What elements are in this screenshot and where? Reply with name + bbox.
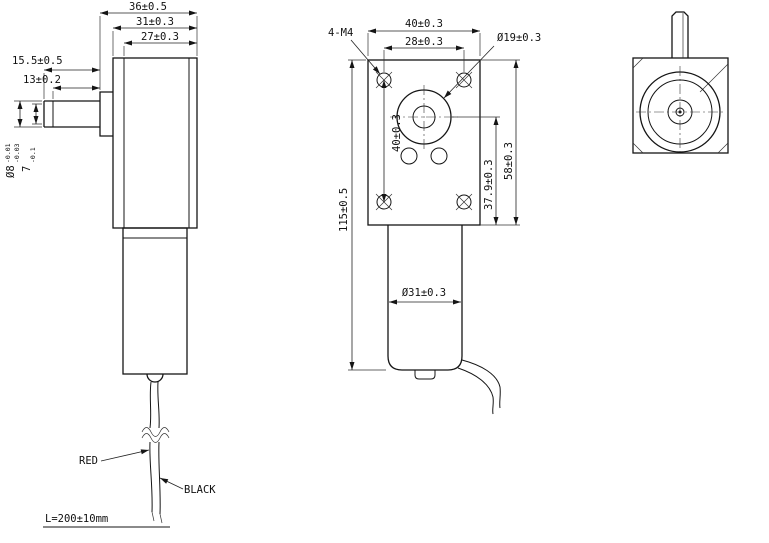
- shaft-diameter-tol-upper: -0.01: [4, 143, 12, 163]
- dim-boss-diameter: Ø19±0.3: [497, 32, 541, 44]
- wire-break-marks: [141, 427, 170, 443]
- dim-width: 40±0.3: [405, 18, 443, 30]
- red-wire-leader: [100, 449, 150, 462]
- side-output-boss: [99, 91, 113, 137]
- side-gearbox-body: [112, 57, 198, 229]
- wire-tips: [151, 511, 163, 524]
- side-gearbox-inner-lines: [123, 58, 190, 228]
- center-to-base-value: 37.9±0.3: [483, 159, 495, 210]
- dim-gearbox-height: 58±0.3: [503, 142, 515, 180]
- front-wires: [457, 359, 501, 415]
- black-wire-leader: [159, 477, 184, 490]
- front-view: 40±0.3 28±0.3 4-M4 Ø19±0.3 Ø31±0.3 115±0…: [328, 18, 541, 415]
- side-motor-body: [122, 227, 188, 375]
- wire-red-label: RED: [79, 455, 98, 467]
- end-view: [632, 11, 729, 154]
- hole-pitch-v-value: 40±0.3: [391, 114, 403, 152]
- wire-black-label: BLACK: [184, 484, 216, 496]
- mounting-holes-label: 4-M4: [328, 27, 353, 39]
- end-view-body: [632, 57, 729, 154]
- dim-total-height: 115±0.5: [338, 188, 350, 232]
- dim-depth-inner: 27±0.3: [141, 31, 179, 43]
- mounting-hole-bottom-right: [456, 194, 472, 210]
- end-view-corner-chamfers: [632, 57, 729, 154]
- dim-hole-pitch-h: 28±0.3: [405, 36, 443, 48]
- dim-motor-diameter: Ø31±0.3: [402, 287, 446, 299]
- end-view-shaft: [671, 11, 689, 58]
- shaft-diameter-tol-lower: -0.03: [13, 143, 21, 163]
- side-view: 36±0.5 31±0.3 27±0.3 15.5±0.5 13±0.2 Ø8 …: [4, 1, 216, 528]
- gear-hole-right: [430, 147, 448, 165]
- boss-centerlines: [390, 85, 458, 152]
- dim-shaft-length: 15.5±0.5: [12, 55, 63, 67]
- mounting-holes-leader: [350, 39, 381, 75]
- side-motor-end-cap: [146, 373, 164, 383]
- end-view-centerlines: [636, 66, 724, 152]
- dim-shaft-flat-length: 13±0.2: [23, 74, 61, 86]
- dim-depth-mid: 31±0.3: [136, 16, 174, 28]
- mounting-hole-top-right: [456, 72, 472, 88]
- dim-shaft-diameter: Ø8 -0.01 -0.03: [4, 143, 21, 178]
- front-gearbox-face: [367, 59, 481, 226]
- wire-length-label: L=200±10mm: [45, 513, 108, 525]
- front-motor-body: [387, 225, 463, 371]
- gear-hole-left: [400, 147, 418, 165]
- total-height-value: 115±0.5: [338, 188, 350, 232]
- dim-depth-total: 36±0.5: [129, 1, 167, 13]
- dim-center-to-base: 37.9±0.3: [483, 159, 495, 210]
- dim-hole-pitch-v: 40±0.3: [391, 114, 403, 152]
- side-wires: [149, 381, 161, 515]
- shaft-diameter-value: Ø8: [5, 165, 17, 178]
- dim-flat-width: 7 -0.1: [21, 147, 37, 172]
- gearbox-height-value: 58±0.3: [503, 142, 515, 180]
- flat-width-tol: -0.1: [29, 147, 37, 163]
- side-output-shaft: [43, 100, 100, 128]
- front-motor-brush-cap: [414, 370, 436, 380]
- boss-diameter-leader: [443, 45, 495, 99]
- flat-width-value: 7: [21, 166, 33, 172]
- front-extension-lines: [348, 33, 520, 371]
